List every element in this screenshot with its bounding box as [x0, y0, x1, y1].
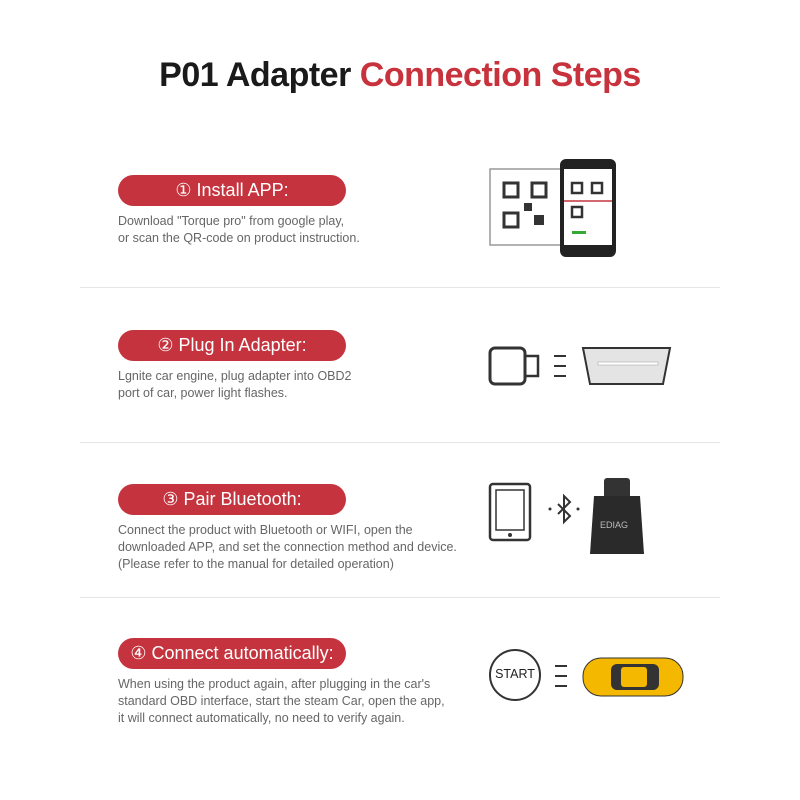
step-description: When using the product again, after plug…: [118, 677, 445, 725]
adapter-obd-port-icon: [488, 346, 672, 386]
step-label: ① Install APP:: [118, 175, 346, 206]
step-description: Connect the product with Bluetooth or WI…: [118, 523, 457, 571]
step-install-app: ① Install APP: Download "Torque pro" fro…: [0, 159, 800, 330]
step-connect-automatically: ④ Connect automatically: When using the …: [0, 638, 800, 793]
start-button-icon: START: [489, 649, 541, 701]
divider: [80, 442, 720, 443]
divider: [80, 287, 720, 288]
page-title: P01 Adapter Connection Steps: [159, 56, 641, 94]
step-plug-in-adapter: ② Plug In Adapter: Lgnite car engine, pl…: [0, 330, 800, 485]
step-description: Download "Torque pro" from google play,o…: [118, 214, 360, 245]
divider: [80, 597, 720, 598]
device-label: EDIAG: [600, 520, 629, 530]
step-pair-bluetooth: ③ Pair Bluetooth: Connect the product wi…: [0, 478, 800, 639]
step-label: ④ Connect automatically:: [118, 638, 346, 669]
car-icon: [555, 657, 684, 697]
step-label: ③ Pair Bluetooth:: [118, 484, 346, 515]
bluetooth-pairing-icon: [488, 478, 644, 554]
qr-phone-icon: [489, 159, 616, 257]
step-label: ② Plug In Adapter:: [118, 330, 346, 361]
step-description: Lgnite car engine, plug adapter into OBD…: [118, 369, 352, 400]
